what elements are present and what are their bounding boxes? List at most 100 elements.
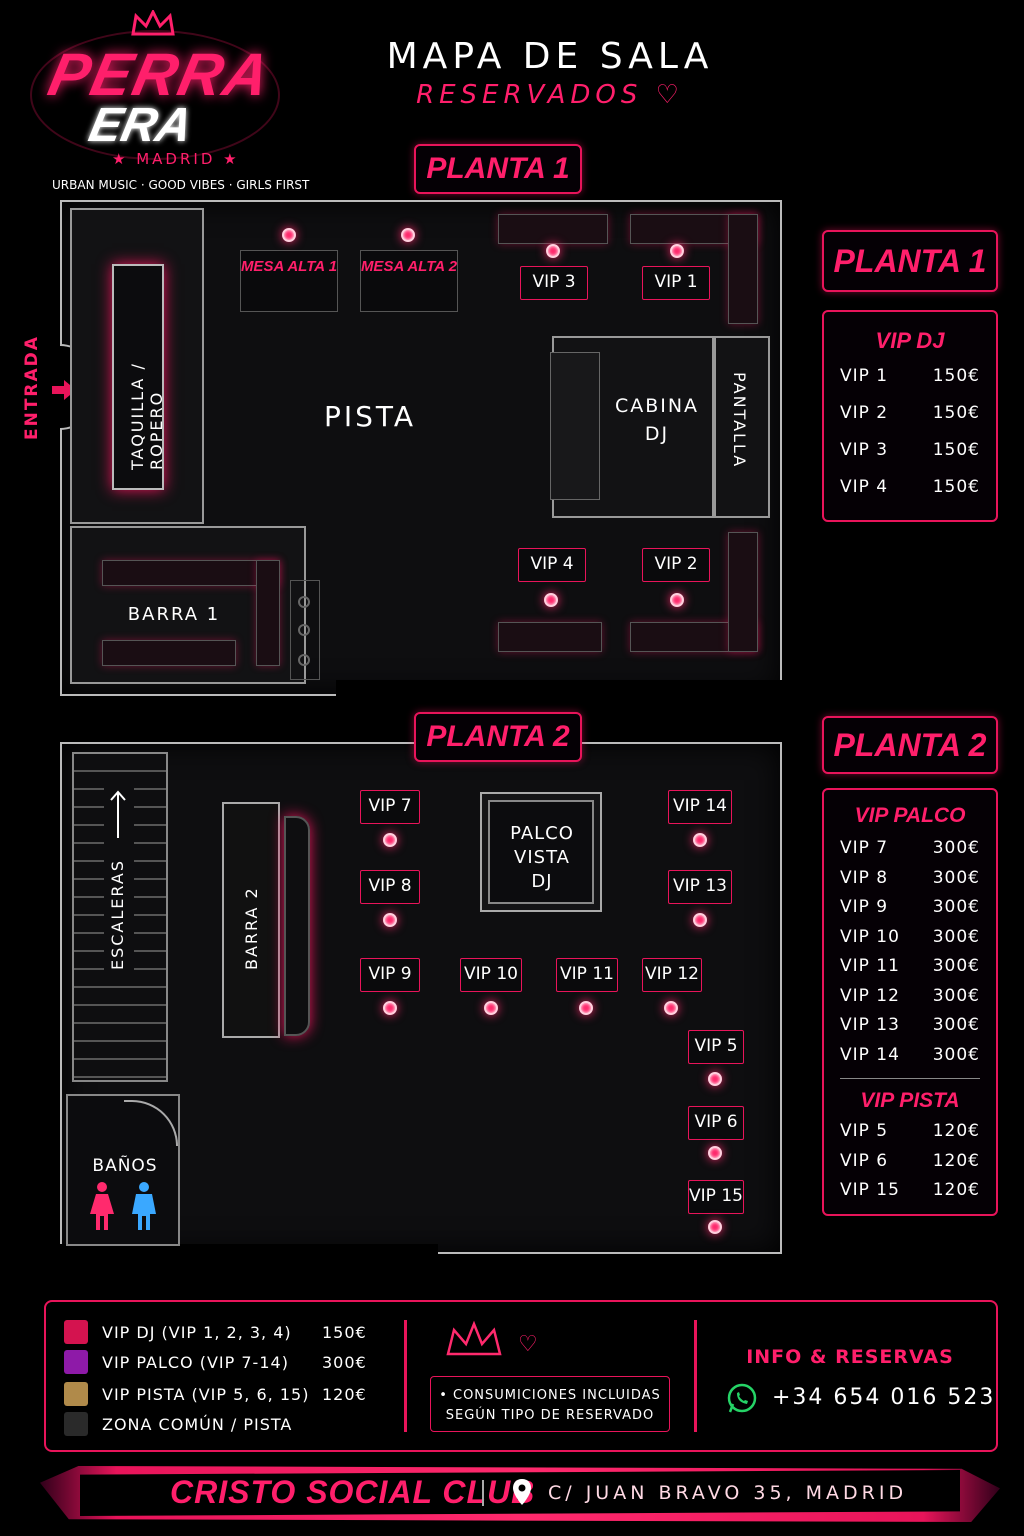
list1-panel <box>822 310 998 522</box>
mesa-alta-1-label: MESA ALTA 1 <box>240 258 338 275</box>
barra2-glow <box>284 816 310 1036</box>
vip-14-marker[interactable] <box>693 833 707 847</box>
banos-label: BAÑOS <box>92 1156 158 1176</box>
sofa-vip1-side <box>728 214 758 324</box>
whatsapp-icon[interactable] <box>726 1382 758 1414</box>
taquilla-counter <box>112 264 164 490</box>
vip-1-box[interactable]: VIP 1 <box>642 266 710 300</box>
vip-4-marker[interactable] <box>544 593 558 607</box>
legend-row-vip-palco: VIP PALCO (VIP 7-14) 300€ <box>64 1350 367 1374</box>
phone-number[interactable]: +34 654 016 523 <box>772 1385 996 1410</box>
mesa-alta-2-table <box>360 250 458 312</box>
vip-1-marker[interactable] <box>670 244 684 258</box>
vip-11-box[interactable]: VIP 11 <box>556 958 618 992</box>
sofa-vip3 <box>498 214 608 244</box>
note-box <box>430 1376 670 1432</box>
sofa-vip2-side <box>728 532 758 652</box>
vip-9-marker[interactable] <box>383 1001 397 1015</box>
floor1-cutout <box>336 680 784 700</box>
page-title: MAPA DE SALA <box>386 36 714 77</box>
legend-divider-2 <box>694 1320 697 1432</box>
escaleras-label: ESCALERAS <box>108 859 127 970</box>
barra1-stools <box>290 580 320 680</box>
vip-8-marker[interactable] <box>383 913 397 927</box>
dj-decks <box>550 352 600 500</box>
vip-2-box[interactable]: VIP 2 <box>642 548 710 582</box>
vip-13-marker[interactable] <box>693 913 707 927</box>
vip-14-box[interactable]: VIP 14 <box>668 790 732 824</box>
list2-divider <box>840 1078 980 1079</box>
pantalla-label: PANTALLA <box>730 372 749 469</box>
vip-12-marker[interactable] <box>664 1001 678 1015</box>
vip-7-box[interactable]: VIP 7 <box>360 790 420 824</box>
logo-ring <box>30 30 280 160</box>
taquilla-label: TAQUILLA / ROPERO <box>128 362 166 470</box>
vip-13-box[interactable]: VIP 13 <box>668 870 732 904</box>
mesa-alta-2-marker[interactable] <box>401 228 415 242</box>
mesa-alta-1-table <box>240 250 338 312</box>
note-line1: • CONSUMICIONES INCLUIDAS <box>439 1388 661 1403</box>
vip-3-box[interactable]: VIP 3 <box>520 266 588 300</box>
list2-heading-palco: VIP PALCO <box>854 804 966 827</box>
footer-separator <box>482 1480 484 1506</box>
stool <box>298 596 310 608</box>
vip-7-marker[interactable] <box>383 833 397 847</box>
swatch-vip-dj <box>64 1320 88 1344</box>
page-subtitle: RESERVADOS ♡ <box>416 80 684 110</box>
list2-heading-pista: VIP PISTA <box>860 1089 960 1112</box>
list2-panel <box>822 788 998 1216</box>
barra2-counter <box>222 802 280 1038</box>
vip-15-marker[interactable] <box>708 1220 722 1234</box>
vip-10-box[interactable]: VIP 10 <box>460 958 522 992</box>
cabina-label: CABINA DJ <box>614 395 700 445</box>
man-icon <box>132 1182 156 1230</box>
legend-row-vip-pista: VIP PISTA (VIP 5, 6, 15) 120€ <box>64 1382 367 1406</box>
list1-heading: VIP DJ <box>875 328 945 353</box>
entrance-label: ENTRADA <box>22 335 42 440</box>
palco-vista-dj <box>480 792 602 912</box>
list1-tag: PLANTA 1 <box>822 230 998 292</box>
vip-2-marker[interactable] <box>670 593 684 607</box>
venue-name: CRISTO SOCIAL CLUB <box>170 1474 536 1510</box>
vip-12-box[interactable]: VIP 12 <box>642 958 702 992</box>
barra1-label: BARRA 1 <box>127 604 221 625</box>
venue-address: C/ JUAN BRAVO 35, MADRID <box>548 1482 908 1504</box>
pista-label: PISTA <box>324 400 416 433</box>
pantalla-area <box>714 336 770 518</box>
mesa-alta-1-marker[interactable] <box>282 228 296 242</box>
vip-9-box[interactable]: VIP 9 <box>360 958 420 992</box>
vip-15-box[interactable]: VIP 15 <box>688 1180 744 1214</box>
logo-city: ★ MADRID ★ <box>112 150 240 168</box>
arrow-up-icon <box>110 790 126 838</box>
crown-icon <box>446 1320 502 1356</box>
vip-10-marker[interactable] <box>484 1001 498 1015</box>
vip-11-marker[interactable] <box>579 1001 593 1015</box>
vip-8-box[interactable]: VIP 8 <box>360 870 420 904</box>
vip-3-marker[interactable] <box>546 244 560 258</box>
info-title: INFO & RESERVAS <box>746 1346 954 1368</box>
floor1-tag: PLANTA 1 <box>414 144 582 194</box>
legend-divider-1 <box>404 1320 407 1432</box>
legend-row-zona-comun: ZONA COMÚN / PISTA <box>64 1412 292 1436</box>
vip-4-box[interactable]: VIP 4 <box>518 548 586 582</box>
vip-5-box[interactable]: VIP 5 <box>688 1030 744 1064</box>
vip-6-box[interactable]: VIP 6 <box>688 1106 744 1140</box>
logo-tagline: URBAN MUSIC · GOOD VIBES · GIRLS FIRST <box>52 178 310 192</box>
vip-5-marker[interactable] <box>708 1072 722 1086</box>
floor2-plan <box>60 742 782 1254</box>
stool <box>298 624 310 636</box>
vip-6-marker[interactable] <box>708 1146 722 1160</box>
list2-tag: PLANTA 2 <box>822 716 998 774</box>
barra1-counter-bottom <box>102 640 236 666</box>
floor2-tag: PLANTA 2 <box>414 712 582 762</box>
